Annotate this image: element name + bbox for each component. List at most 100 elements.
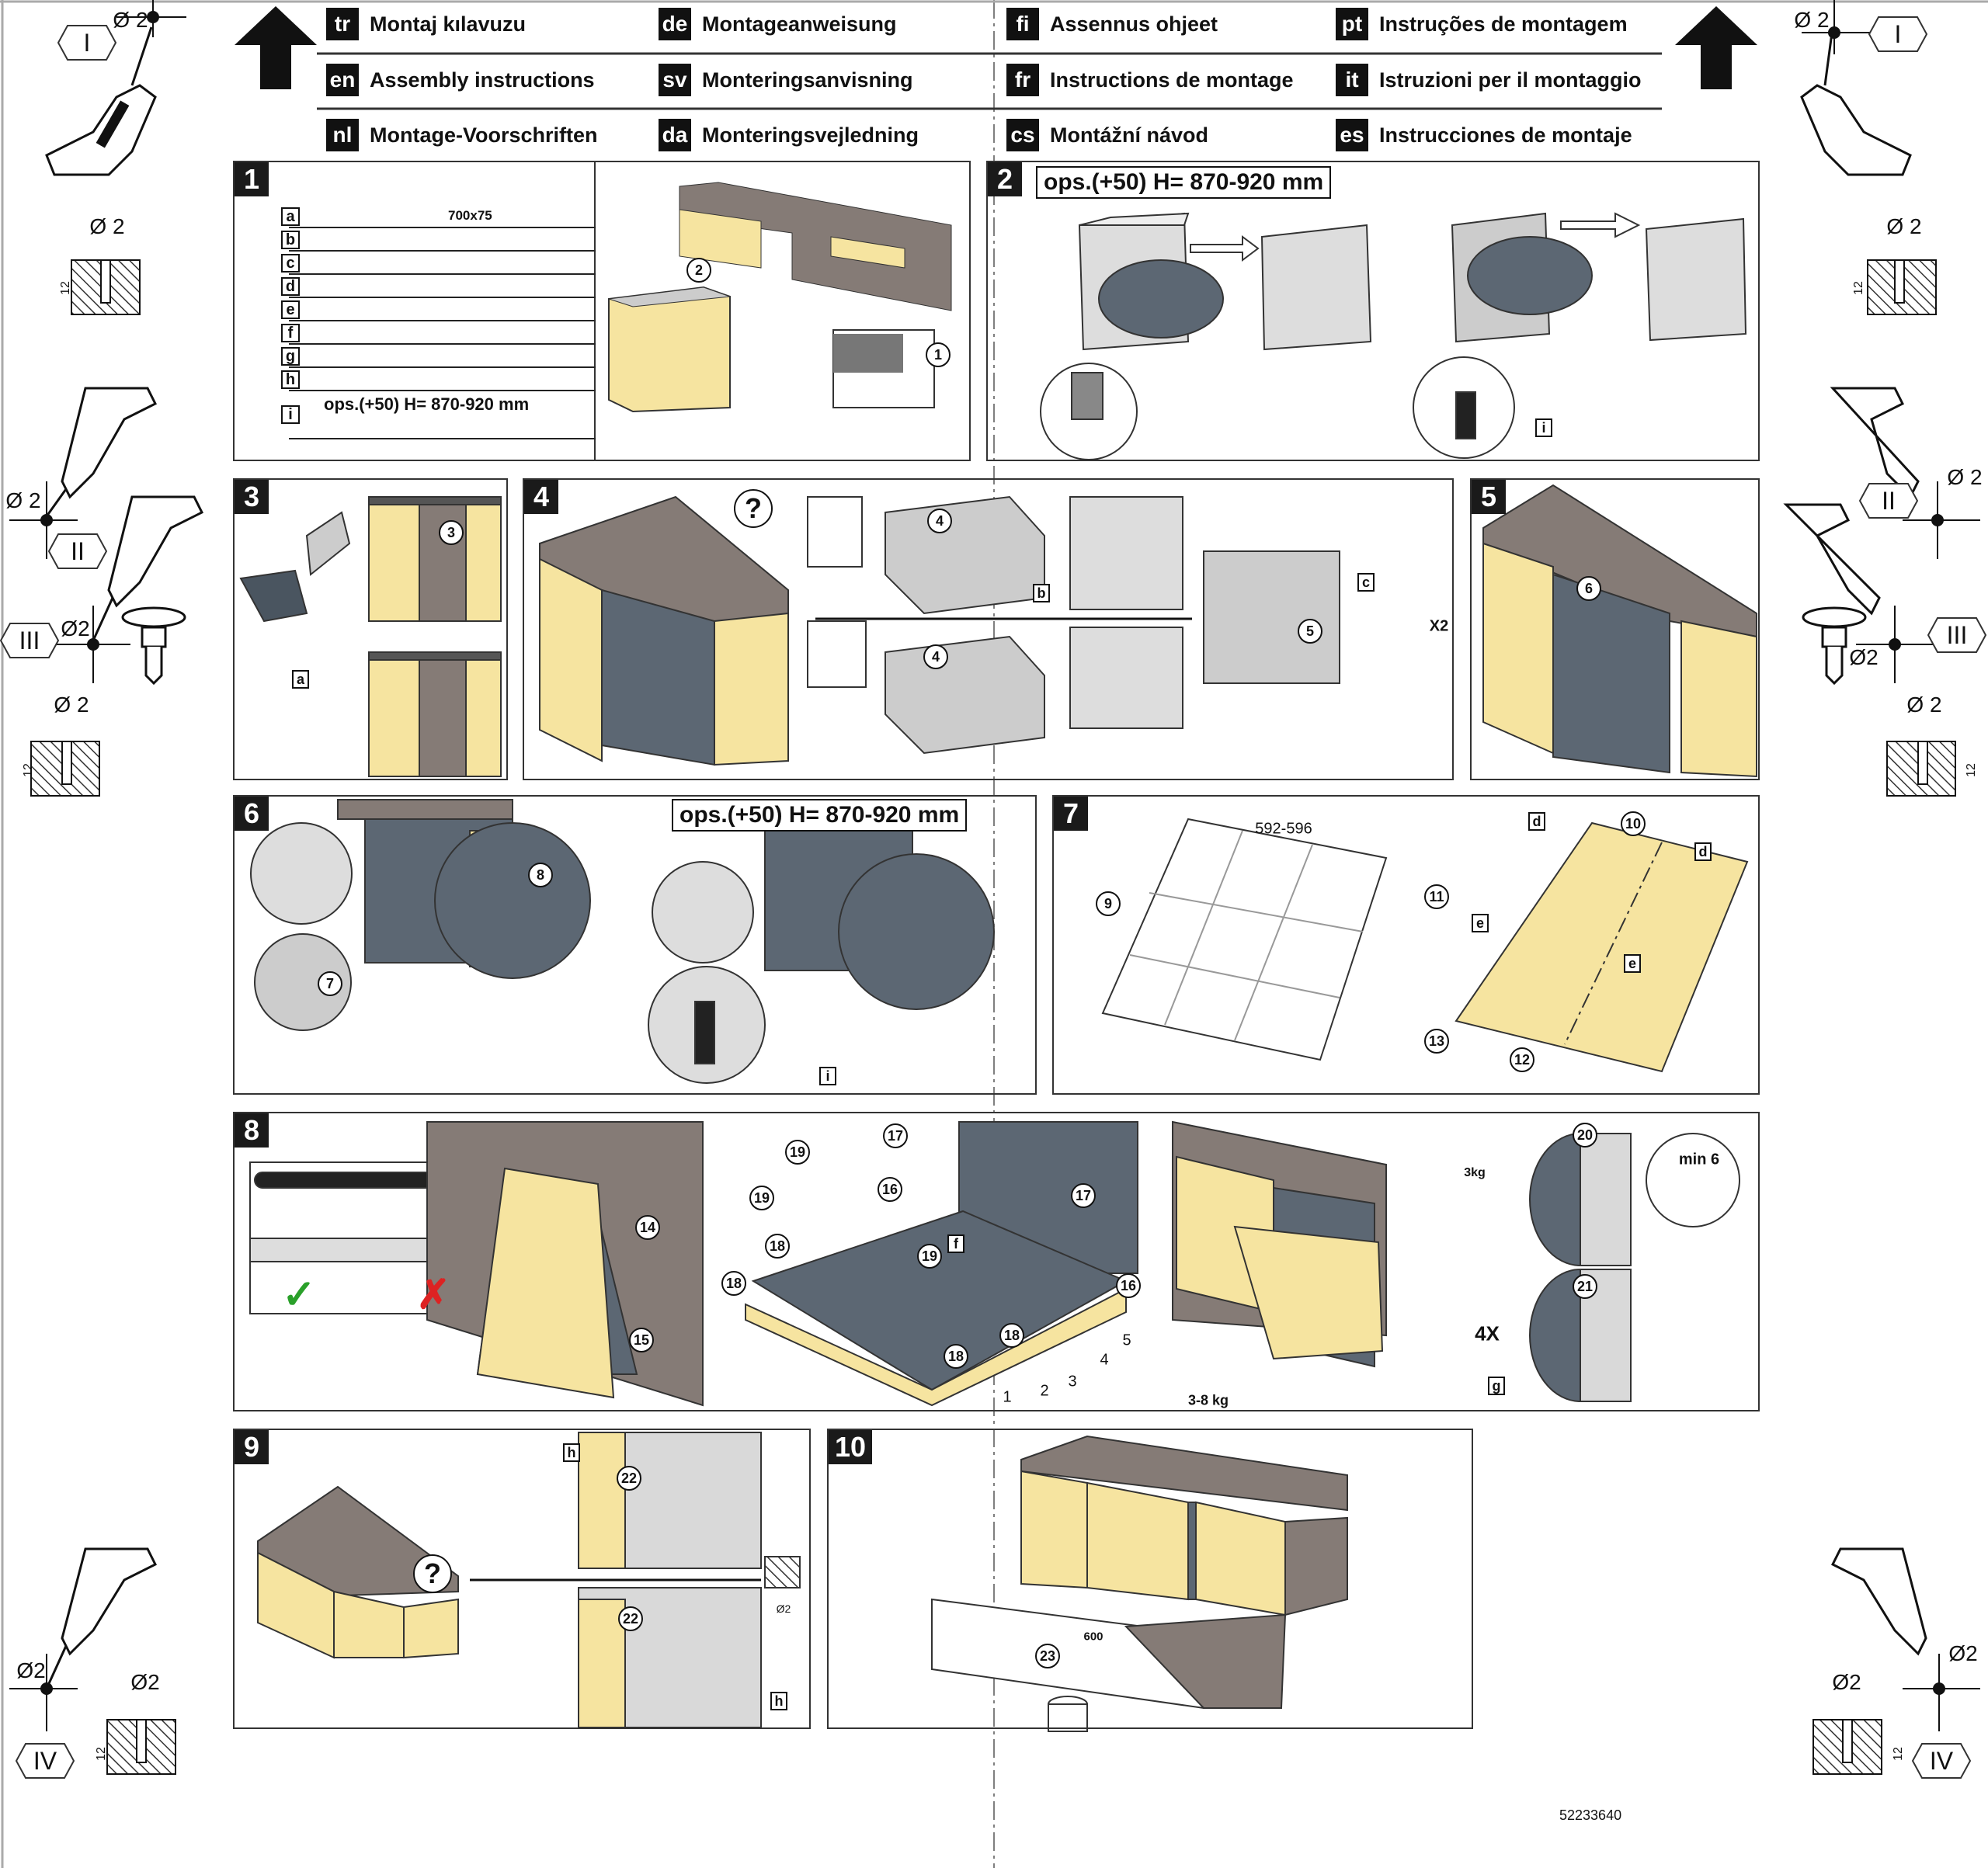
divider bbox=[594, 161, 596, 461]
part-row-f: f bbox=[281, 321, 596, 345]
callout: 3 bbox=[439, 520, 464, 545]
callout: 18 bbox=[999, 1323, 1024, 1348]
callout: 16 bbox=[878, 1177, 902, 1202]
cabinet-illustration bbox=[608, 182, 952, 413]
callout: 8 bbox=[528, 863, 553, 887]
diameter-label: Ø2 bbox=[1948, 1641, 1978, 1665]
step-5-panel: 5 bbox=[1470, 478, 1760, 780]
step-number: 7 bbox=[1054, 797, 1088, 831]
callout: 7 bbox=[318, 971, 342, 996]
step-2-panel: 2 bbox=[986, 161, 1760, 461]
diameter-label: Ø2 bbox=[61, 616, 90, 641]
part-row-g: g bbox=[281, 345, 596, 368]
plinth-cut-illustration bbox=[931, 1435, 1348, 1732]
dishwasher-leveling-illustration bbox=[1040, 212, 1747, 460]
layer-label: 2 bbox=[1040, 1382, 1049, 1400]
screw-icon bbox=[121, 606, 1867, 686]
callout: 16 bbox=[1116, 1273, 1141, 1298]
layer-label: 3 bbox=[1068, 1373, 1077, 1391]
depth-label: 12 bbox=[21, 763, 35, 777]
height-adjust-illustration bbox=[250, 799, 995, 1084]
ops-height: ops.(+50) H= 870-920 mm bbox=[1036, 166, 1332, 199]
cut-length-label: 600 bbox=[1083, 1630, 1103, 1644]
callout: 22 bbox=[617, 1466, 641, 1491]
drill-point-icon bbox=[9, 0, 1980, 1731]
up-arrow-icon bbox=[1675, 6, 1757, 89]
question-icon: ? bbox=[413, 1554, 452, 1593]
part-ref: h bbox=[770, 1692, 787, 1710]
step-number: 3 bbox=[235, 480, 269, 514]
step-number: 10 bbox=[829, 1430, 872, 1464]
callout: 12 bbox=[1510, 1047, 1534, 1072]
spring-tension-label: 3kg bbox=[1464, 1166, 1486, 1179]
part-row-c: c bbox=[281, 252, 596, 275]
part-ref: d bbox=[1528, 812, 1545, 831]
screwdriver-size-label: min 6 bbox=[1678, 1151, 1720, 1168]
diameter-label: Ø 2 bbox=[113, 8, 148, 32]
question-icon: ? bbox=[734, 489, 773, 528]
hatched-hole-section bbox=[30, 259, 1956, 1775]
diameter-label: Ø2 bbox=[1849, 645, 1879, 669]
roman-label: I bbox=[57, 24, 117, 61]
step-number: 2 bbox=[988, 162, 1022, 196]
step-6-panel: 6 bbox=[233, 795, 1037, 1095]
diameter-label: Ø2 bbox=[16, 1658, 46, 1682]
ops-height: ops.(+50) H= 870-920 mm bbox=[324, 394, 530, 414]
roman-label: II bbox=[47, 533, 108, 570]
up-arrow-icon bbox=[235, 6, 317, 89]
spring-tension-label: 8 kg bbox=[1480, 1217, 1505, 1230]
callout: 4 bbox=[927, 509, 952, 533]
layer-label: 1 bbox=[1003, 1388, 1012, 1406]
roman-label: I bbox=[1868, 16, 1928, 53]
step-number: 4 bbox=[524, 480, 558, 514]
part-ref: c bbox=[1357, 573, 1375, 592]
callout: 13 bbox=[1424, 1029, 1449, 1054]
part-ref: f bbox=[947, 1234, 964, 1253]
part-ref: a bbox=[292, 670, 309, 689]
diameter-label: Ø 2 bbox=[1947, 465, 1983, 489]
document-code: 52233640 bbox=[1559, 1807, 1622, 1823]
side-mount-illustration bbox=[257, 1432, 801, 1728]
diameter-label: Ø 2 bbox=[89, 214, 125, 238]
callout: 18 bbox=[721, 1271, 746, 1296]
tape-application-illustration bbox=[239, 496, 502, 777]
layer-label: 4 bbox=[1100, 1351, 1109, 1369]
diameter-label: Ø 2 bbox=[1886, 214, 1922, 238]
correct-icon: ✓ bbox=[282, 1273, 316, 1318]
callout: 18 bbox=[765, 1234, 790, 1259]
door-fitting-illustration bbox=[249, 1120, 1740, 1407]
callout: 6 bbox=[1576, 576, 1601, 601]
depth-label: 12 bbox=[1891, 1747, 1905, 1761]
installation-illustration bbox=[539, 495, 1340, 766]
diameter-label: Ø2 bbox=[1832, 1670, 1861, 1694]
callout: 21 bbox=[1573, 1274, 1597, 1299]
part-ref: e bbox=[1472, 914, 1489, 932]
step-8-panel: 8 bbox=[233, 1112, 1760, 1411]
layer-label: 5 bbox=[1122, 1332, 1131, 1349]
drill-icon bbox=[45, 387, 1927, 1689]
callout: 9 bbox=[1096, 891, 1121, 916]
door-weight-label: 3-8 kg bbox=[1187, 1392, 1229, 1408]
callout: 5 bbox=[1298, 619, 1322, 644]
callout: 15 bbox=[629, 1328, 654, 1352]
diameter-label: Ø2 bbox=[130, 1670, 160, 1694]
step-1-panel: 1 bbox=[233, 161, 971, 461]
callout: 17 bbox=[883, 1123, 908, 1148]
dishwasher-inserted-illustration bbox=[1482, 484, 1757, 778]
depth-label: 12 bbox=[94, 1747, 108, 1761]
diameter-label: Ø 2 bbox=[1794, 8, 1830, 32]
part-ref: d bbox=[1694, 842, 1712, 861]
callout: 2 bbox=[686, 258, 711, 283]
diameter-label: Ø 2 bbox=[54, 693, 89, 717]
part-ref: e bbox=[1624, 954, 1641, 973]
quantity-label: X2 bbox=[1429, 617, 1449, 635]
